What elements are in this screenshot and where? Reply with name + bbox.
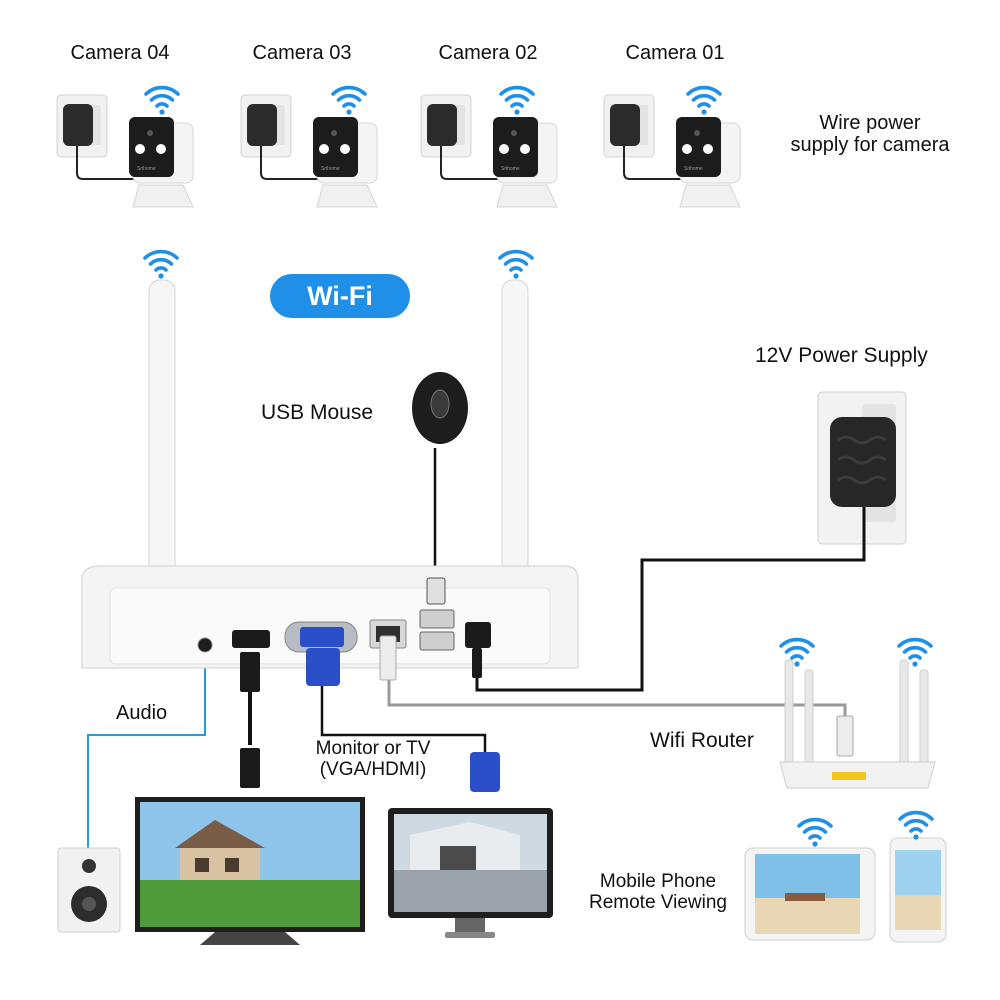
monitor-line1: Monitor or TV xyxy=(315,738,431,759)
camera-04-label: Camera 04 xyxy=(70,42,170,64)
wifi-icon xyxy=(143,249,179,281)
usb-plug xyxy=(426,577,446,605)
wifi-icon xyxy=(499,85,535,117)
camera-02-label: Camera 02 xyxy=(438,42,538,64)
camera-01-label: Camera 01 xyxy=(625,42,725,64)
mouse-icon xyxy=(412,372,468,444)
router-icon xyxy=(779,659,936,789)
mobile-label: Mobile Phone Remote Viewing xyxy=(583,871,733,913)
hdmi-connector xyxy=(240,652,260,692)
tablet-icon xyxy=(744,847,876,941)
wire-power-note: Wire power supply for camera xyxy=(775,112,965,156)
monitor-line2: (VGA/HDMI) xyxy=(319,759,427,780)
mobile-line2: Remote Viewing xyxy=(588,892,727,913)
antenna-right xyxy=(501,279,529,611)
phone-icon xyxy=(889,837,947,943)
usb-mouse-label: USB Mouse xyxy=(261,401,374,424)
ethernet-plug xyxy=(379,635,397,681)
router-label: Wifi Router xyxy=(650,729,754,752)
wifi-icon xyxy=(331,85,367,117)
camera-04 xyxy=(56,94,194,208)
wifi-icon xyxy=(144,85,180,117)
vga-connector xyxy=(306,648,340,686)
antenna-left xyxy=(148,279,176,611)
power-supply-label: 12V Power Supply xyxy=(755,344,928,367)
camera-03-label: Camera 03 xyxy=(252,42,352,64)
wifi-icon xyxy=(898,810,934,842)
monitor-label: Monitor or TV (VGA/HDMI) xyxy=(300,738,446,780)
camera-02 xyxy=(420,94,558,208)
dc-plug xyxy=(472,648,482,678)
hdmi-connector xyxy=(240,748,260,788)
audio-label: Audio xyxy=(116,702,168,724)
wire-power-line1: Wire power xyxy=(819,112,921,134)
speaker-icon xyxy=(57,847,121,933)
wifi-icon xyxy=(498,249,534,281)
power-cable xyxy=(475,507,866,692)
mobile-line1: Mobile Phone xyxy=(599,871,717,892)
audio-cable xyxy=(87,648,206,850)
monitor-icon xyxy=(388,808,553,938)
wifi-badge: Wi-Fi xyxy=(270,274,410,318)
ethernet-plug xyxy=(836,715,854,757)
wire-power-line2: supply for camera xyxy=(790,134,950,156)
wifi-icon xyxy=(797,817,833,849)
power-adapter-icon xyxy=(817,391,907,545)
camera-03 xyxy=(240,94,378,208)
wifi-icon xyxy=(686,85,722,117)
camera-01 xyxy=(603,94,741,208)
tv-icon xyxy=(135,797,365,945)
vga-cable xyxy=(320,680,487,752)
vga-connector xyxy=(470,752,500,792)
